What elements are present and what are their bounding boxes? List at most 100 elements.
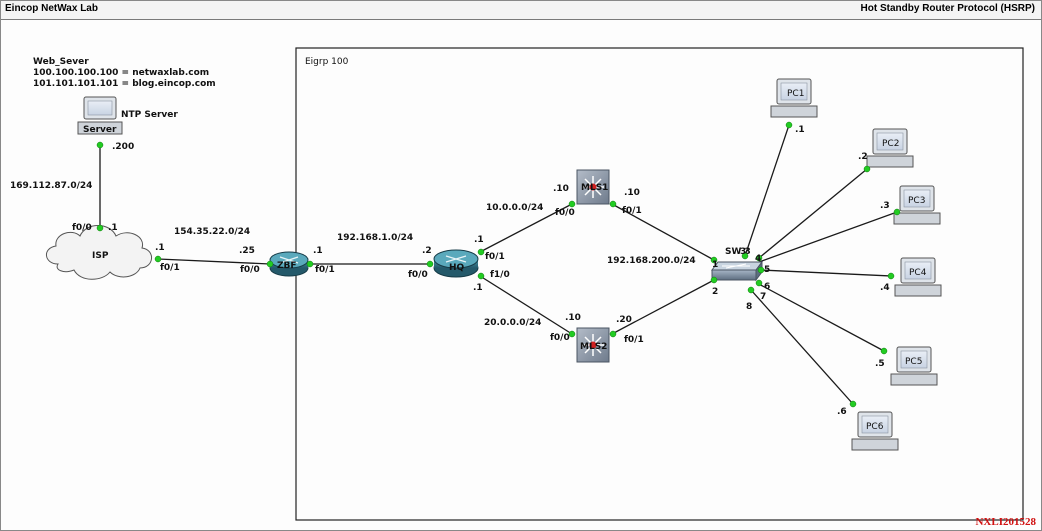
isp-cloud[interactable] [46,225,152,280]
sw-port-1: 1 [712,260,718,270]
link-sw-pc1 [744,124,790,257]
isp-f01-label: f0/1 [160,263,180,273]
subnet-zbf-hq: 192.168.1.0/24 [337,233,413,243]
server-node[interactable] [77,96,123,135]
zbf-label: ZBF [277,261,297,271]
link-sw-pc3 [758,211,898,263]
zbf-f00-label: f0/0 [240,265,260,275]
sw3-label: SW 3 [725,247,751,257]
mls2-f01-label: f0/1 [624,335,644,345]
sw-port-6: 6 [764,282,770,292]
port-dot [609,200,617,208]
port-dot [710,256,718,264]
port-dot [568,200,576,208]
mls2-ip-left: .10 [565,313,581,323]
zbf-arrows-icon [279,256,299,264]
hq-router[interactable] [433,249,479,278]
mls2-core [589,341,597,349]
port-dot [426,260,434,268]
link-mls2-sw [611,279,715,335]
mls1-switch[interactable] [576,169,610,205]
port-dot [154,255,162,263]
pc1-screen [780,82,808,101]
watermark-text: NXLI201528 [975,516,1036,528]
sw-port-4: 4 [755,254,761,264]
hq-f00-label: f0/0 [408,270,428,280]
zbf-router[interactable] [269,251,309,277]
link-hq-mls2 [479,275,573,335]
pc4-base [894,284,942,297]
mls1-ip-left: .10 [553,184,569,194]
sw-port-5: 5 [764,265,770,275]
subnet-hq-mls2: 20.0.0.0/24 [484,318,541,328]
sw3-arrows-icon [722,263,750,269]
zbf-ip-left: .25 [239,246,255,256]
isp-ip-top: .1 [108,223,118,233]
pc2-screen [876,132,904,151]
link-sw-pc5 [756,282,885,352]
pc5-ip: .5 [875,359,885,369]
zbf-f01-label: f0/1 [315,265,335,275]
eigrp-area-box [295,47,1024,521]
pc3-node[interactable] [893,185,941,225]
server-ip: .200 [112,142,134,152]
subnet-server-isp: 169.112.87.0/24 [10,181,92,191]
port-dot [757,266,765,274]
hq-ip-left: .2 [422,246,432,256]
port-dot [477,272,485,280]
port-dot [710,276,718,284]
hq-f10-label: f1/0 [490,270,510,280]
sw-port-8: 8 [746,302,752,312]
pc3-label: PC3 [908,196,925,206]
mls2-label: MLS2 [580,342,607,352]
server-base [77,121,123,135]
mls1-ip-right: .10 [624,188,640,198]
pc2-node[interactable] [866,128,914,168]
hq-ip-up: .1 [474,235,484,245]
server-screen [87,100,113,116]
link-isp-zbf [157,258,271,265]
pc2-base [866,155,914,168]
mls1-f01-label: f0/1 [622,206,642,216]
pc2-ip: .2 [858,152,868,162]
mls2-switch[interactable] [576,327,610,363]
pc1-base [770,105,818,118]
pc4-ip: .4 [880,283,890,293]
subnet-isp-zbf: 154.35.22.0/24 [174,227,250,237]
pc1-ip: .1 [795,125,805,135]
pc6-node[interactable] [851,411,899,451]
sw3-switch[interactable] [711,260,763,282]
port-dot [741,252,749,260]
pc1-node[interactable] [770,78,818,118]
pc6-label: PC6 [866,422,884,432]
sw-port-3: 3 [740,247,746,257]
pc3-ip: .3 [880,201,890,211]
link-sw-pc4 [760,269,892,277]
isp-ip-right: .1 [155,243,165,253]
port-dot [863,165,871,173]
web-server-title: Web_Sever [33,57,89,67]
hq-label: HQ [449,263,465,273]
mls2-f00-label: f0/0 [550,333,570,343]
pc5-screen [900,350,928,369]
port-dot [306,260,314,268]
port-dot [880,347,888,355]
link-sw-pc2 [758,168,868,259]
web-server-line1: 100.100.100.100 = netwaxlab.com [33,68,209,78]
port-dot [266,260,274,268]
pc2-label: PC2 [882,139,899,149]
topic-title: Hot Standby Router Protocol (HSRP) [860,3,1035,14]
mls1-core [589,183,597,191]
mls1-f00-label: f0/0 [555,208,575,218]
pc5-node[interactable] [890,346,938,386]
sw-port-7: 7 [760,292,766,302]
pc6-base [851,438,899,451]
pc4-node[interactable] [894,257,942,297]
pc6-screen [861,415,889,434]
subnet-lan: 192.168.200.0/24 [607,256,696,266]
subnet-hq-mls1: 10.0.0.0/24 [486,203,543,213]
port-dot [887,272,895,280]
